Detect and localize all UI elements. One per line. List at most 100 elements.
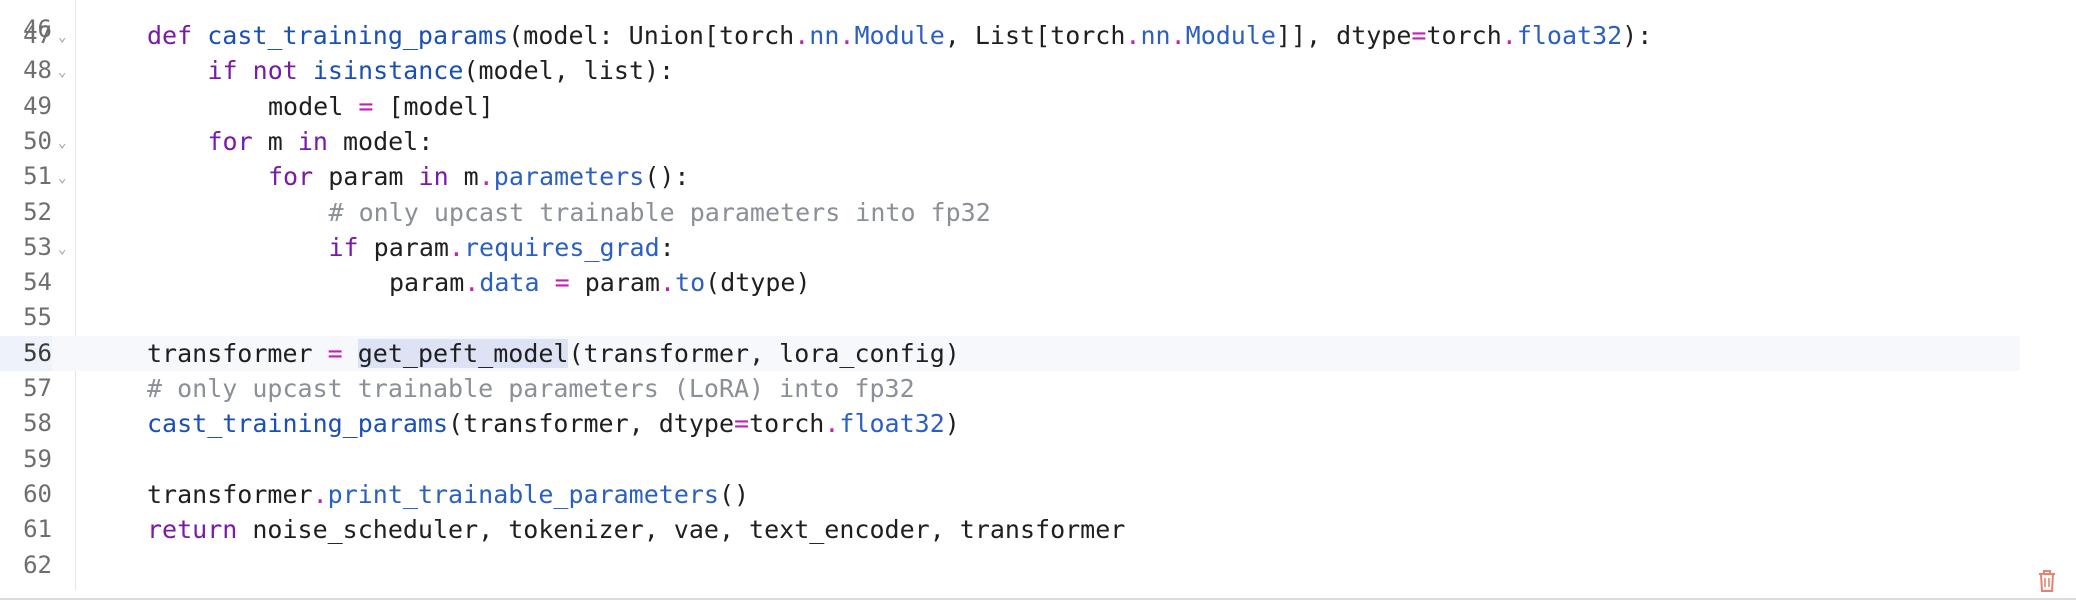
code-token: . xyxy=(1170,21,1186,50)
line-number: 59 xyxy=(23,444,52,473)
code-token: noise_scheduler, tokenizer, vae, text_en… xyxy=(237,515,1126,545)
code-line[interactable]: 52 # only upcast trainable parameters int… xyxy=(0,195,2020,230)
code-token: (): xyxy=(644,162,690,192)
line-number: 52 xyxy=(23,197,52,226)
code-token: : xyxy=(659,232,675,262)
code-token: . xyxy=(794,21,810,50)
fold-chevron-icon[interactable]: ⌄ xyxy=(58,134,67,151)
code-token: for xyxy=(207,126,253,156)
code-token: for xyxy=(268,162,314,192)
code-token: # only upcast trainable parameters into … xyxy=(328,197,991,227)
code-line[interactable]: 47 ⌄ def cast_training_params(model: Union… xyxy=(0,18,2020,53)
code-token: param xyxy=(358,232,449,262)
code-text: return noise_scheduler, tokenizer, vae, … xyxy=(147,512,1125,547)
code-token: param xyxy=(389,268,465,298)
code-token xyxy=(540,268,555,297)
code-token: return xyxy=(147,515,238,545)
code-line[interactable]: 51⌄for param in m.parameters(): xyxy=(0,159,2020,194)
code-token: param xyxy=(313,162,419,192)
code-token: . xyxy=(659,268,676,298)
code-token: . xyxy=(464,268,480,298)
code-line[interactable]: 50 ⌄ for m in model: xyxy=(0,124,2020,159)
code-token: = xyxy=(327,338,343,368)
line-number: 50 xyxy=(23,126,52,155)
code-token: torch xyxy=(749,409,825,439)
gutter-divider xyxy=(75,0,76,590)
line-number: 48 xyxy=(23,56,52,85)
code-line[interactable]: 48 ⌄ if not isinstance(model, list): xyxy=(0,53,2020,88)
code-text: if param.requires_grad: xyxy=(329,230,675,265)
fold-chevron-icon[interactable]: ⌄ xyxy=(58,170,67,187)
code-token: transformer xyxy=(147,479,313,509)
code-line[interactable]: 57# only upcast trainable parameters (Lo… xyxy=(0,371,2020,406)
code-token: (model, list): xyxy=(463,56,675,86)
code-token: in xyxy=(297,126,328,156)
code-token: (dtype) xyxy=(705,268,811,298)
code-line[interactable]: 62 xyxy=(0,548,2020,583)
code-token: nn xyxy=(1140,21,1171,50)
selected-token: get_peft_model xyxy=(357,338,569,368)
line-number: 60 xyxy=(23,479,52,508)
code-token: parameters xyxy=(493,162,645,192)
code-token: to xyxy=(675,268,706,298)
code-token: m xyxy=(448,162,479,192)
fold-chevron-icon[interactable]: ⌄ xyxy=(58,29,67,45)
code-token: [model] xyxy=(373,91,494,121)
code-token: ]], dtype xyxy=(1275,21,1412,50)
code-token: data xyxy=(479,268,540,298)
code-token: . xyxy=(839,21,855,50)
code-token xyxy=(343,339,358,368)
code-token: model: xyxy=(327,126,434,156)
code-token: = xyxy=(358,91,374,121)
code-text: for m in model: xyxy=(208,124,434,159)
code-token: nn xyxy=(809,21,840,50)
editor-bottom-border xyxy=(0,598,2076,600)
code-token: . xyxy=(1501,21,1517,50)
code-line[interactable]: 60 transformer.print_trainable_parameters… xyxy=(0,477,2020,512)
code-token: . xyxy=(478,162,494,192)
code-line-partial: 46 xyxy=(0,0,2020,43)
code-token: param xyxy=(569,268,660,298)
code-token: isinstance xyxy=(312,56,464,86)
code-text: transformer.print_trainable_parameters() xyxy=(147,477,749,512)
code-token: float32 xyxy=(1516,21,1623,50)
code-line[interactable]: 59 xyxy=(0,442,2020,477)
code-token: float32 xyxy=(839,409,945,439)
line-number: 56 xyxy=(0,335,52,371)
fold-chevron-icon[interactable]: ⌄ xyxy=(58,64,67,81)
line-number: 54 xyxy=(23,268,52,297)
code-text: # only upcast trainable parameters into … xyxy=(329,195,991,230)
code-token: = xyxy=(554,268,570,298)
line-number: 46 xyxy=(23,15,52,44)
code-line[interactable]: 56 transformer = get_peft_model(transform… xyxy=(0,335,2020,371)
trash-icon[interactable] xyxy=(2036,568,2058,594)
code-text: cast_training_params(transformer, dtype=… xyxy=(147,406,960,441)
code-line[interactable]: 53⌄if param.requires_grad: xyxy=(0,230,2020,265)
code-token: def xyxy=(147,21,193,50)
code-line[interactable]: 58 cast_training_params(transformer, dtyp… xyxy=(0,406,2020,441)
code-token: (transformer, lora_config) xyxy=(568,338,960,368)
line-number: 55 xyxy=(23,303,52,332)
code-token: transformer xyxy=(147,338,328,368)
code-token: . xyxy=(1125,21,1141,50)
code-token: Module xyxy=(854,21,945,50)
code-text: transformer = get_peft_model(transformer… xyxy=(147,336,960,371)
line-number: 62 xyxy=(23,550,52,579)
code-text: model = [model] xyxy=(268,89,494,124)
code-text: if not isinstance(model, list): xyxy=(208,53,675,88)
line-number: 47 xyxy=(23,21,52,49)
line-number: 57 xyxy=(23,374,52,402)
code-token: = xyxy=(734,409,750,439)
code-token: model xyxy=(268,91,359,121)
code-token: m xyxy=(252,126,298,156)
code-text: def cast_training_params(model: Union[to… xyxy=(147,18,1652,53)
line-number: 51 xyxy=(23,162,52,191)
code-line[interactable]: 55 xyxy=(0,300,2020,335)
fold-chevron-icon[interactable]: ⌄ xyxy=(58,240,67,257)
code-token: ) xyxy=(944,409,960,439)
line-number: 58 xyxy=(23,409,52,438)
